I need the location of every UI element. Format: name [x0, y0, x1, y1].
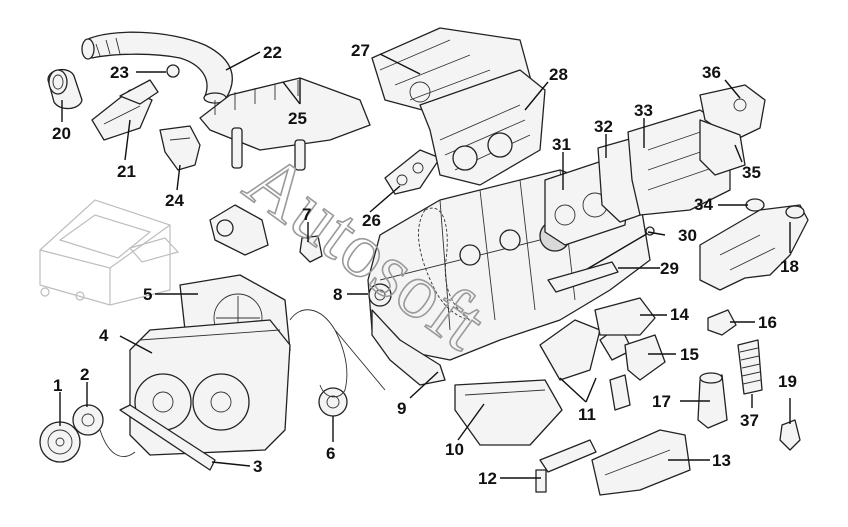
callout-18: 18	[780, 257, 799, 276]
callout-36: 36	[702, 63, 721, 82]
part-37-filter-element	[737, 339, 763, 395]
callout-16: 16	[758, 313, 777, 332]
callout-10: 10	[445, 440, 464, 459]
part-17-oil-filter	[697, 372, 728, 429]
callout-20: 20	[52, 124, 71, 143]
callout-37: 37	[740, 411, 759, 430]
part-21-sensor	[91, 79, 159, 141]
callout-4: 4	[99, 326, 109, 345]
callout-1: 1	[53, 376, 62, 395]
callout-12: 12	[478, 469, 497, 488]
part-6-idler-pulley	[318, 387, 348, 417]
air-filter-housing-ghost	[39, 199, 180, 306]
leader-lines	[59, 51, 791, 479]
callout-19: 19	[778, 372, 797, 391]
part-25-injector-harness	[199, 77, 371, 171]
part-20-air-mass-sensor	[47, 69, 83, 110]
part-24-sensor-bracket	[159, 125, 201, 171]
callout-9: 9	[397, 399, 406, 418]
part-9-timing-cover	[371, 309, 446, 386]
drive-belt	[289, 309, 386, 398]
thermostat-housing	[209, 204, 269, 256]
part-13-heat-shield	[591, 429, 691, 496]
callout-33: 33	[634, 101, 653, 120]
part-19-fitting	[779, 419, 801, 451]
part-12-heat-shield-strip	[535, 439, 597, 493]
callout-7: 7	[302, 205, 311, 224]
part-10-oil-pan	[454, 379, 563, 446]
callout-27: 27	[351, 41, 370, 60]
callout-15: 15	[680, 345, 699, 364]
callout-31: 31	[552, 135, 571, 154]
callout-25: 25	[288, 109, 307, 128]
part-18-exhaust-manifold	[699, 204, 809, 291]
part-14-bracket	[594, 297, 656, 336]
part-8-tensioner	[368, 283, 392, 307]
part-29-shaft	[547, 261, 619, 293]
part-3-radiator-support	[119, 404, 216, 471]
part-16-rubber-mount	[707, 309, 737, 336]
callout-numbers: 1 2 3 4 5 6 7 8 9 10 11 12 13 14 15 16 1…	[52, 41, 799, 488]
callout-30: 30	[678, 226, 697, 245]
callout-8: 8	[333, 285, 342, 304]
callout-13: 13	[712, 451, 731, 470]
part-7-sensor	[299, 235, 323, 263]
callout-29: 29	[660, 259, 679, 278]
part-1-fan-clutch	[39, 421, 81, 463]
part-11-engine-mounts	[539, 319, 633, 411]
part-4-radiator-fan-assembly	[129, 319, 291, 456]
callout-17: 17	[652, 392, 671, 411]
callout-11: 11	[578, 405, 596, 424]
callout-24: 24	[165, 191, 184, 210]
callout-26: 26	[362, 211, 381, 230]
part-26-gasket	[384, 149, 441, 195]
callout-2: 2	[80, 365, 89, 384]
callout-3: 3	[253, 457, 262, 476]
part-15-bracket	[624, 334, 666, 381]
callout-34: 34	[694, 195, 713, 214]
timing-chain	[418, 207, 471, 321]
callout-32: 32	[594, 117, 613, 136]
callout-35: 35	[742, 163, 761, 182]
callout-21: 21	[117, 162, 136, 181]
part-23-plug	[166, 64, 180, 78]
callout-6: 6	[326, 444, 335, 463]
callout-5: 5	[143, 285, 152, 304]
callout-28: 28	[549, 65, 568, 84]
callout-23: 23	[110, 63, 129, 82]
part-35-cam-housing	[699, 119, 746, 176]
part-2-pulley-with-wire	[72, 404, 136, 457]
callout-22: 22	[263, 43, 282, 62]
part-28-intake-manifold	[419, 69, 546, 186]
callout-14: 14	[670, 305, 689, 324]
